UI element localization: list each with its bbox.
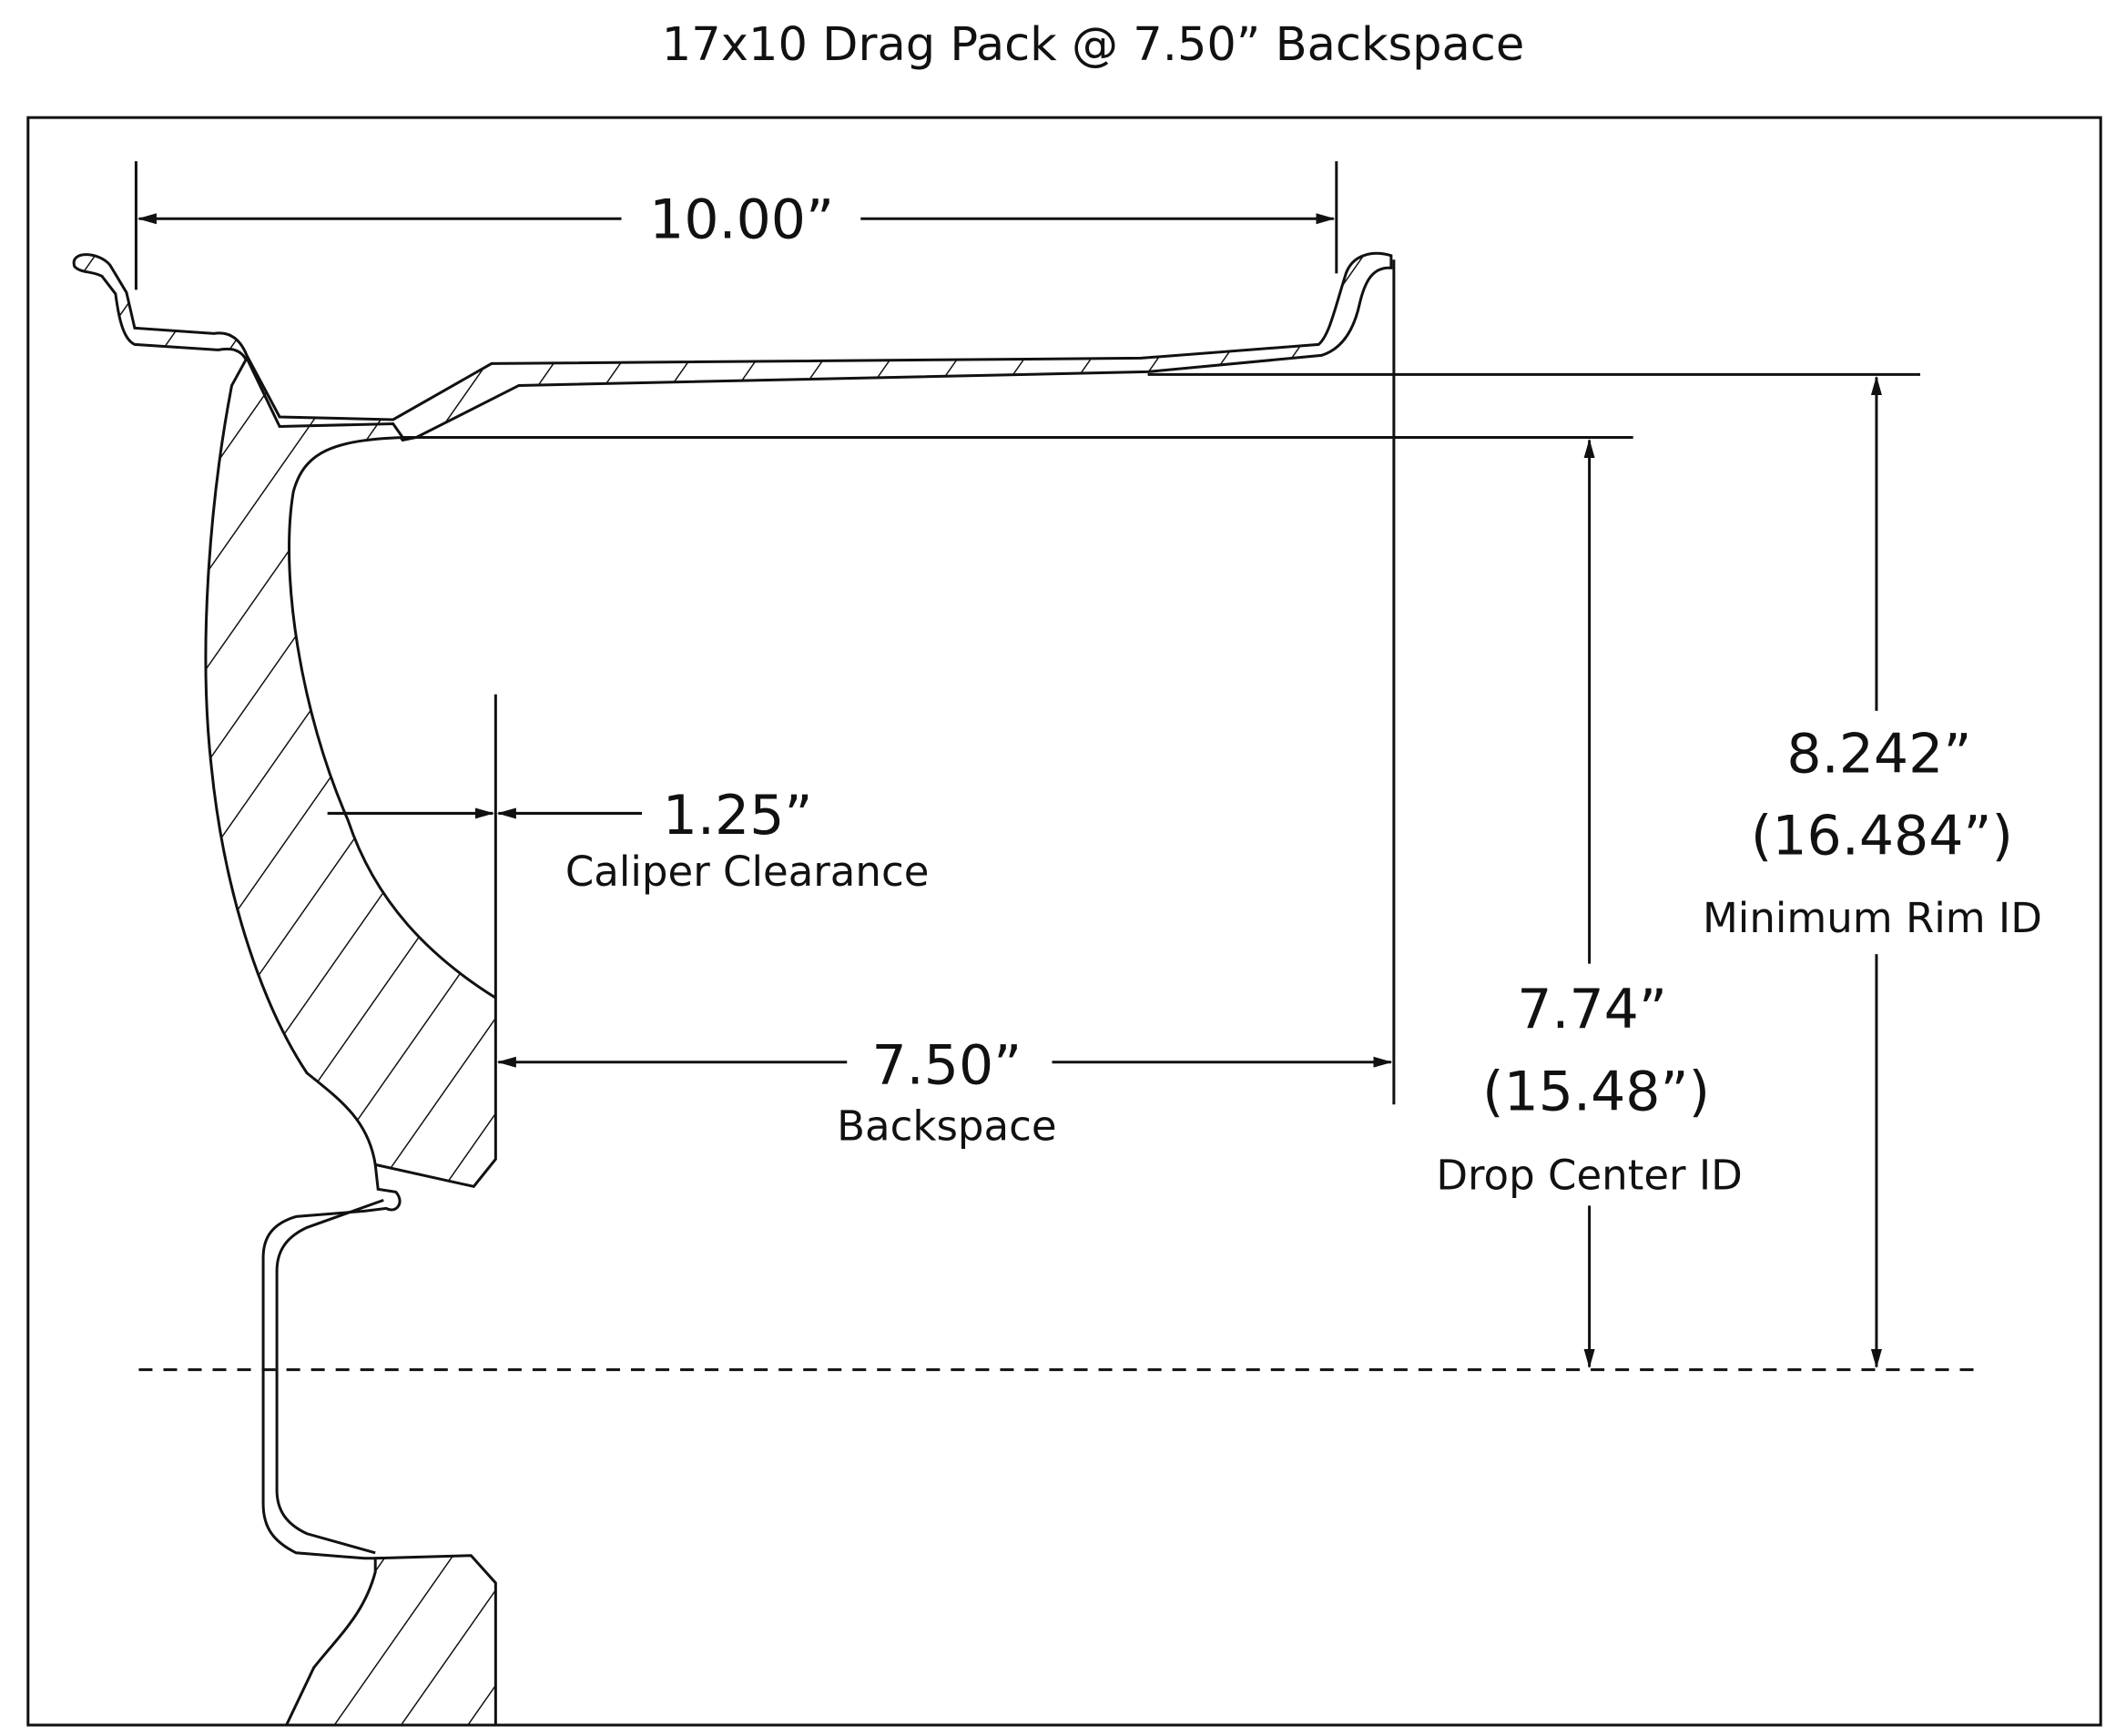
caliper-label: Caliper Clearance <box>565 848 930 896</box>
caliper-value: 1.25” <box>663 784 813 848</box>
drop-center-value: 7.74” <box>1517 978 1667 1041</box>
min-rim-diameter: (16.484”) <box>1751 804 2013 868</box>
drawing-frame <box>26 116 2102 1727</box>
backspace-value: 7.50” <box>871 1034 1022 1098</box>
wheel-hub-inner <box>275 1198 384 1555</box>
wheel-disc-upper <box>204 355 497 1189</box>
rim-width-value: 10.00” <box>649 188 834 251</box>
wheel-hub-profile <box>261 1164 402 1560</box>
backspace-label: Backspace <box>837 1101 1056 1150</box>
wheel-disc-lower <box>284 1554 497 1727</box>
drawing-title: 17x10 Drag Pack @ 7.50” Backspace <box>662 18 1524 72</box>
rim-barrel <box>72 251 1393 442</box>
drop-center-label: Drop Center ID <box>1436 1151 1742 1199</box>
drop-center-diameter: (15.48”) <box>1482 1060 1710 1123</box>
min-rim-label: Minimum Rim ID <box>1703 894 2042 942</box>
min-rim-value: 8.242” <box>1786 722 1971 786</box>
